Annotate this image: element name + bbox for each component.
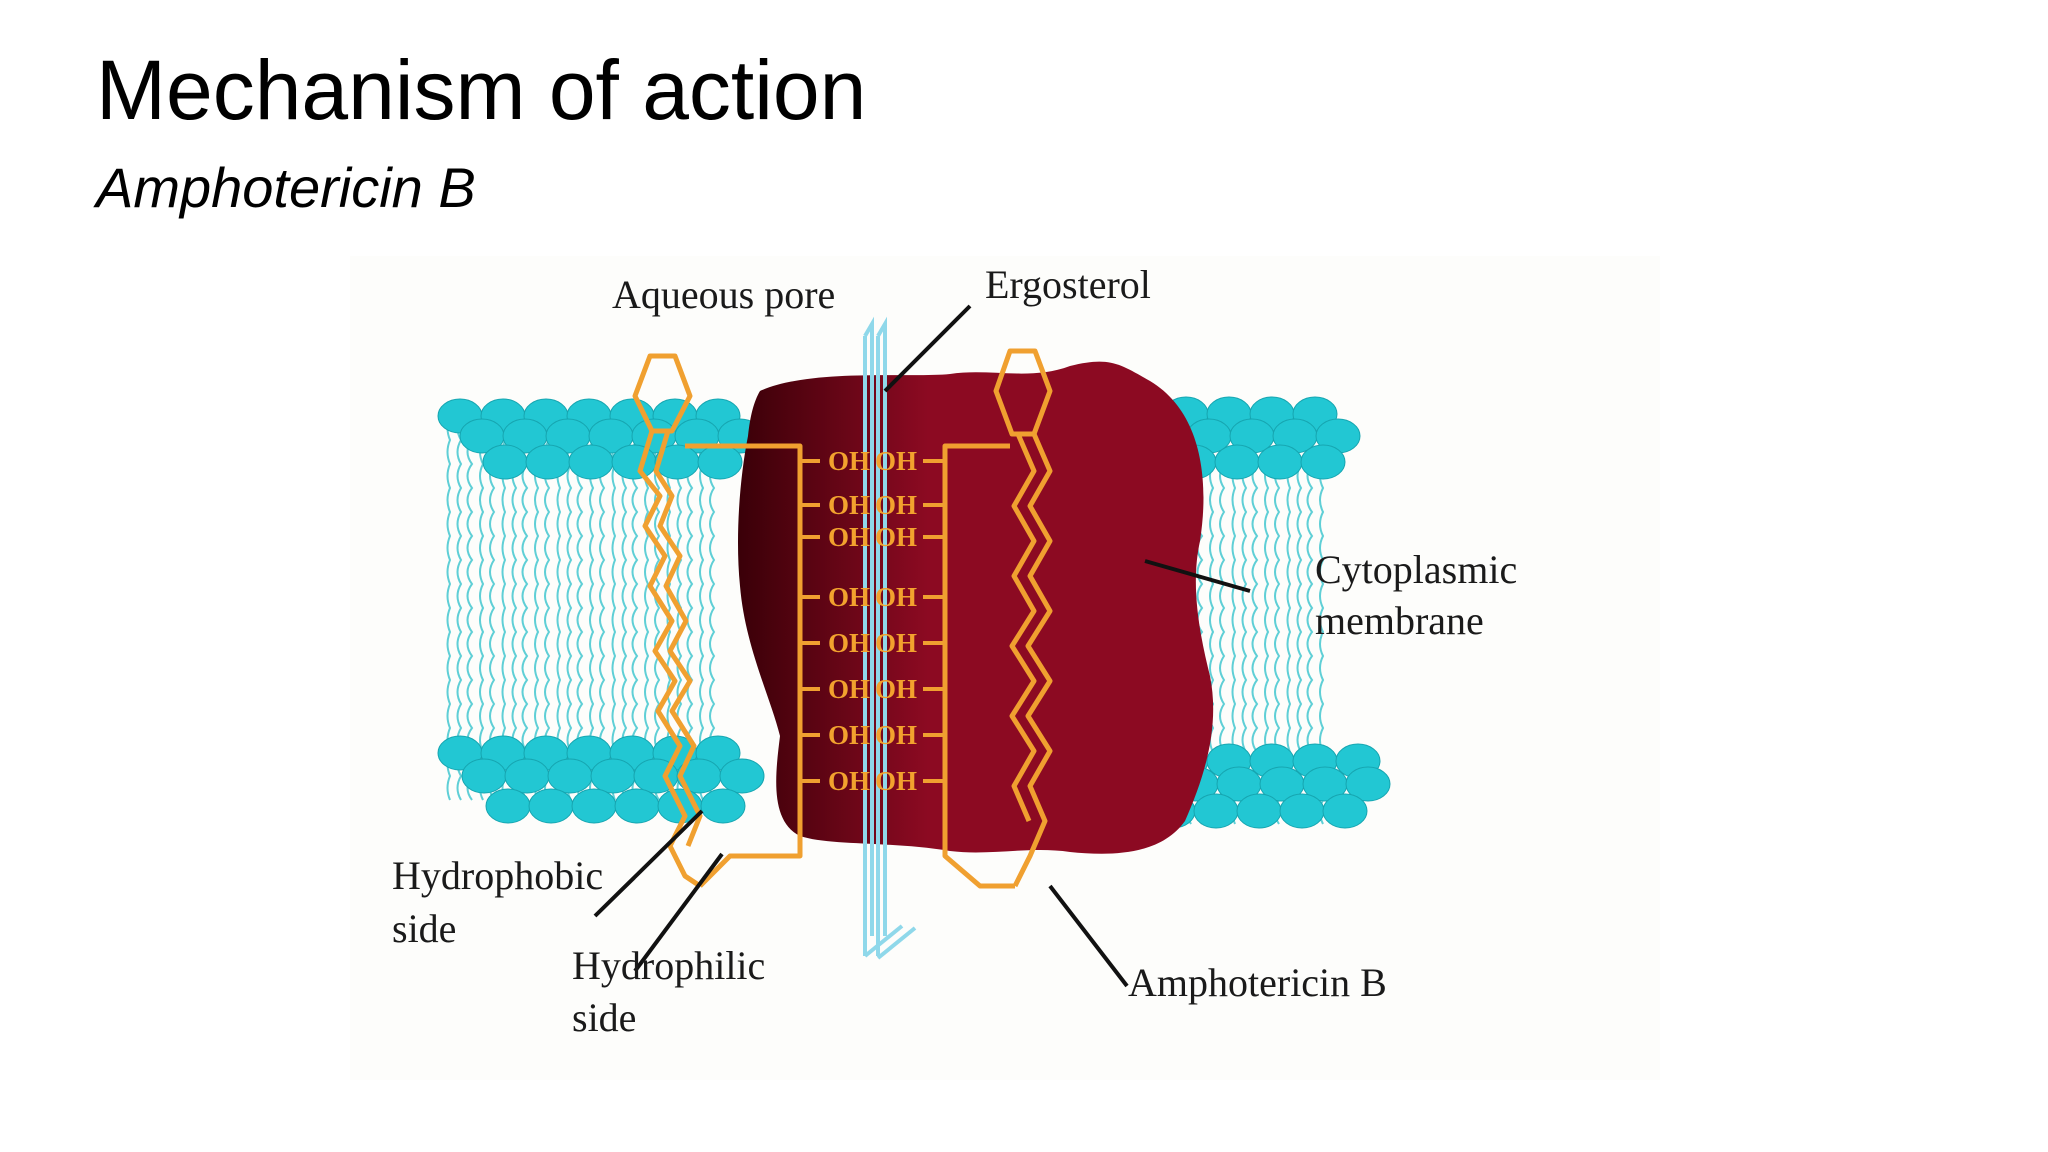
ergosterol-molecule	[737, 361, 1214, 854]
lipid-tail	[544, 415, 551, 801]
hydrophilic-side-label-line2: side	[572, 995, 636, 1040]
ergosterol-label: Ergosterol	[985, 262, 1151, 307]
lipid-tail	[456, 415, 463, 801]
oh-label: OH	[875, 766, 917, 796]
lipid-tail	[589, 415, 595, 801]
oh-label: OH	[828, 490, 870, 520]
hydrophobic-side-label-line1: Hydrophobic	[392, 853, 603, 898]
lipid-head	[528, 788, 574, 824]
slide-subtitle: Amphotericin B	[96, 156, 476, 219]
lipid-head	[1214, 444, 1260, 480]
leader-lines	[593, 304, 1251, 988]
lipid-head	[1236, 793, 1282, 829]
oh-label: OH	[875, 674, 917, 704]
lipid-head	[1279, 793, 1325, 829]
oh-label: OH	[828, 582, 870, 612]
cytoplasmic-membrane-label-line2: membrane	[1315, 598, 1484, 643]
oh-label: OH	[828, 720, 870, 750]
cytoplasmic-membrane-label-line1: Cytoplasmic	[1315, 547, 1517, 592]
amphotericin-molecule-right	[942, 348, 1053, 889]
lipid-head	[504, 758, 550, 794]
amphotericin-b-label: Amphotericin B	[1128, 960, 1387, 1005]
hydrophobic-side-label-line2: side	[392, 906, 456, 951]
lipid-tail	[556, 415, 562, 801]
lipid-tail	[489, 415, 496, 801]
lipid-head	[700, 788, 746, 824]
oh-label: OH	[875, 720, 917, 750]
lipid-tail	[599, 415, 606, 801]
aqueous-pore-channel	[863, 316, 917, 960]
lipid-tail	[621, 415, 628, 801]
oh-label: OH	[875, 522, 917, 552]
lipid-head	[719, 758, 765, 794]
lipid-tail	[631, 415, 639, 801]
lipid-tail	[576, 415, 584, 801]
lipid-head	[697, 444, 743, 480]
lipid-head	[1193, 793, 1239, 829]
lipid-head	[525, 444, 571, 480]
lipid-head	[1300, 444, 1346, 480]
lipid-tail	[521, 415, 529, 801]
lipid-head	[1322, 793, 1368, 829]
oh-label: OH	[828, 766, 870, 796]
ergosterol-leader-line	[883, 304, 972, 393]
lipid-head	[1345, 766, 1391, 802]
lipid-tail	[501, 415, 507, 801]
aqueous-pore-label: Aqueous pore	[612, 272, 835, 317]
lipid-head	[461, 758, 507, 794]
lipid-tail	[666, 415, 672, 801]
lipid-head	[571, 788, 617, 824]
lipid-tail	[534, 415, 540, 801]
amphotericin-molecule-left	[632, 353, 803, 889]
amphotericin-leader-line	[1048, 884, 1129, 988]
cytoplasmic-membrane-leader-line	[1144, 559, 1251, 593]
lipid-head	[590, 758, 636, 794]
lipid-tail	[611, 415, 617, 801]
lipid-head	[611, 444, 657, 480]
oh-label: OH	[875, 446, 917, 476]
lipid-tail	[654, 415, 661, 801]
oh-label: OH	[828, 446, 870, 476]
hydrophobic-side-leader-line	[593, 809, 704, 918]
oh-label: OH	[875, 490, 917, 520]
lipid-heads-left-top	[437, 398, 763, 480]
lipid-tail	[566, 415, 573, 801]
oh-label: OH	[875, 582, 917, 612]
slide-title: Mechanism of action	[96, 43, 867, 137]
oh-label: OH	[828, 522, 870, 552]
oh-label: OH	[875, 628, 917, 658]
lipid-heads-left-bottom	[437, 735, 765, 824]
lipid-tail	[479, 415, 485, 801]
lipid-tail	[511, 415, 518, 801]
lipid-head	[482, 444, 528, 480]
oh-label: OH	[828, 628, 870, 658]
hydrophilic-side-label-line1: Hydrophilic	[572, 943, 765, 988]
lipid-head	[614, 788, 660, 824]
lipid-head	[547, 758, 593, 794]
hydrophilic-side-leader-line	[633, 852, 724, 973]
lipid-head	[485, 788, 531, 824]
lipid-tail	[446, 415, 452, 801]
lipid-head	[568, 444, 614, 480]
oh-label: OH	[828, 674, 870, 704]
lipid-tail	[699, 415, 705, 801]
lipid-head	[1257, 444, 1303, 480]
lipid-tail	[709, 415, 716, 801]
lipid-tail	[466, 415, 474, 801]
